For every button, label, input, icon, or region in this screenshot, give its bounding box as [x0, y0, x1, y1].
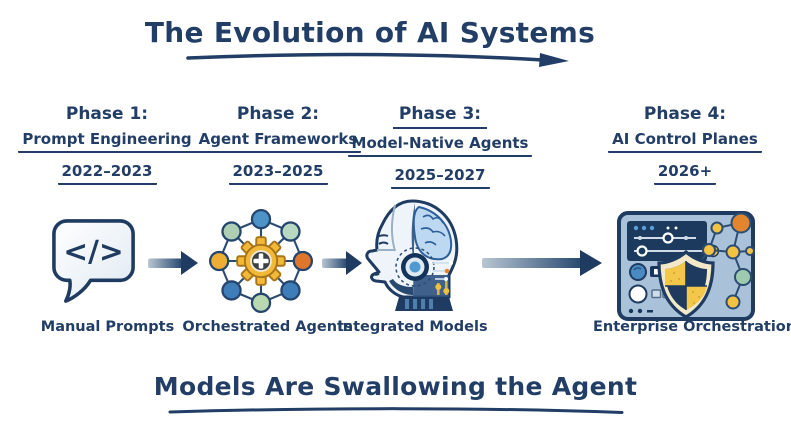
phase-1-header: Phase 1: Prompt Engineering 2022–2023 [12, 104, 202, 185]
dashboard-shield-icon [617, 211, 755, 321]
tagline: Models Are Swallowing the Agent [153, 372, 638, 401]
phase-1-name: Prompt Engineering [18, 130, 196, 153]
phase-4-header: Phase 4: AI Control Planes 2026+ [590, 104, 780, 185]
phase-4-caption: Enterprise Orchestration [593, 319, 791, 335]
tagline-underline [168, 407, 624, 414]
phase-1-title: Phase 1: [65, 104, 149, 124]
code-glyph: </> [63, 233, 124, 268]
phase-4-title: Phase 4: [643, 104, 727, 124]
title-underline-arrow-icon [186, 52, 569, 67]
flow-arrow-icon [322, 251, 362, 275]
phase-3-caption: Integrated Models [337, 319, 488, 335]
flow-arrow-icon [148, 251, 198, 275]
phase-3-name: Model-Native Agents [347, 134, 533, 157]
phase-4-years: 2026+ [653, 162, 717, 185]
robot-eye [378, 241, 389, 245]
phase-2-caption: Orchestrated Agents [182, 319, 353, 335]
slider-lights [435, 281, 450, 295]
robot-ear [395, 247, 435, 287]
phase-3-title: Phase 3: [392, 104, 488, 129]
phase-1-caption: Manual Prompts [40, 319, 175, 335]
code-speech-bubble-icon: </> [52, 219, 135, 303]
phase-3-years: 2025–2027 [390, 166, 490, 189]
gear-icon [236, 236, 286, 286]
phase-2-name: Agent Frameworks [194, 130, 362, 153]
agent-network-gear-icon [208, 208, 314, 314]
robot-head-brain-icon [365, 199, 459, 311]
phase-2-years: 2023–2025 [228, 162, 328, 185]
flow-arrow-icon [482, 250, 602, 276]
phase-1-years: 2022–2023 [57, 162, 157, 185]
phase-2-header: Phase 2: Agent Frameworks 2023–2025 [183, 104, 373, 185]
shield-icon [657, 249, 715, 319]
phase-2-title: Phase 2: [236, 104, 320, 124]
page-title: The Evolution of AI Systems [144, 16, 596, 49]
phase-3-header: Phase 3: Model-Native Agents 2025–2027 [345, 104, 535, 189]
phase-4-name: AI Control Planes [608, 130, 762, 153]
brain-icon [412, 205, 453, 261]
